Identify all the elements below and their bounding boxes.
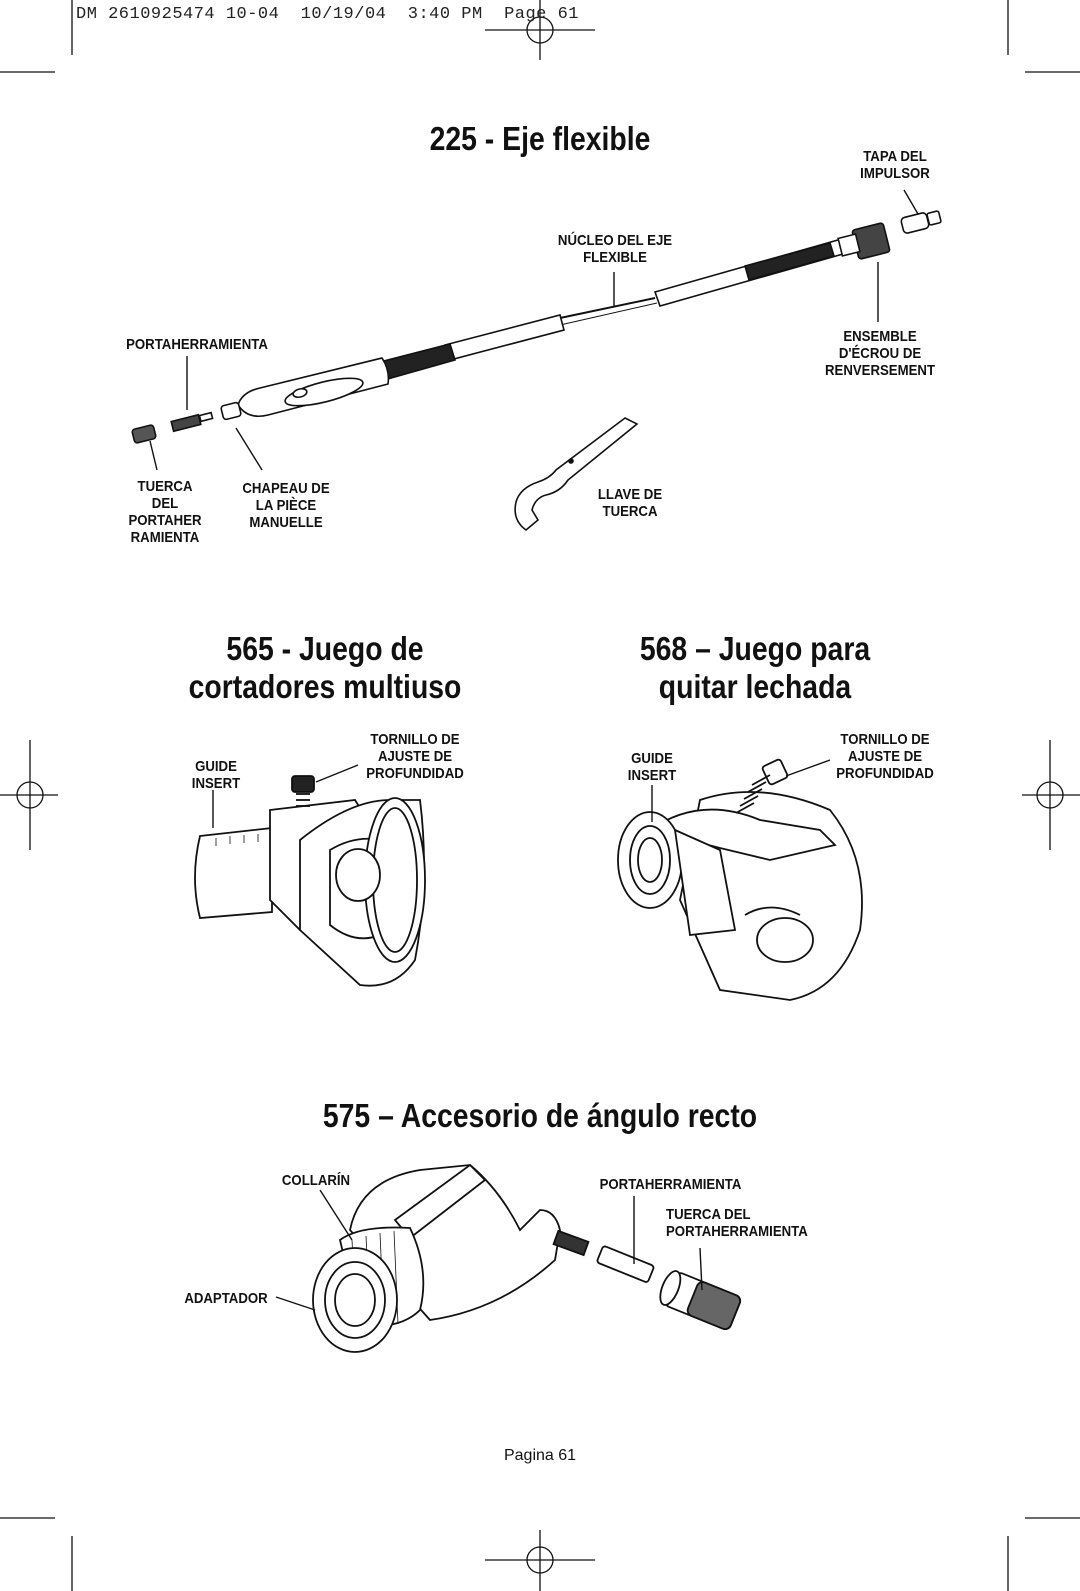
print-header: DM 2610925474 10-04 10/19/04 3:40 PM Pag…	[76, 5, 579, 24]
registration-mark-bottom	[485, 1530, 595, 1591]
label-cutters-screw: TORNILLO DE AJUSTE DE PROFUNDIDAD	[366, 731, 464, 782]
label-collar: COLLARÍN	[281, 1172, 351, 1189]
flex-shaft-illustration	[131, 189, 942, 532]
page-number: Pagina 61	[503, 1447, 577, 1464]
label-shaft-core: NÚCLEO DEL EJE FLEXIBLE	[557, 232, 673, 266]
label-collet: PORTAHERRAMIENTA	[126, 336, 268, 353]
right-angle-illustration	[275, 1163, 742, 1353]
label-ra-collet: PORTAHERRAMIENTA	[599, 1176, 742, 1193]
registration-mark-right	[1022, 740, 1080, 850]
label-collet-nut: TUERCA DEL PORTAHER RAMIENTA	[128, 478, 202, 546]
label-grout-guide: GUIDE INSERT	[627, 750, 677, 784]
grout-illustration	[617, 758, 863, 1001]
registration-mark-top	[485, 0, 595, 60]
label-ra-collet-nut: TUERCA DEL PORTAHERRAMIENTA	[666, 1206, 808, 1240]
label-cutters-guide: GUIDE INSERT	[191, 758, 241, 792]
label-wrench: LLAVE DE TUERCA	[597, 486, 663, 520]
cutter-illustration	[194, 764, 426, 987]
right-angle-title: 575 – Accesorio de ángulo recto	[322, 1097, 758, 1134]
registration-mark-left	[0, 740, 58, 850]
label-drive-cap: TAPA DEL IMPULSOR	[860, 148, 930, 182]
grout-title: 568 – Juego para quitar lechada	[639, 630, 871, 705]
label-handpiece-cap: CHAPEAU DE LA PIÈCE MANUELLE	[242, 480, 330, 531]
label-reverse-nut: ENSEMBLE D'ÉCROU DE RENVERSEMENT	[824, 328, 936, 379]
label-adapter: ADAPTADOR	[184, 1290, 268, 1307]
flex-shaft-title: 225 - Eje flexible	[429, 120, 651, 157]
cutters-title: 565 - Juego de cortadores multiuso	[188, 630, 462, 705]
label-grout-screw: TORNILLO DE AJUSTE DE PROFUNDIDAD	[836, 731, 934, 782]
